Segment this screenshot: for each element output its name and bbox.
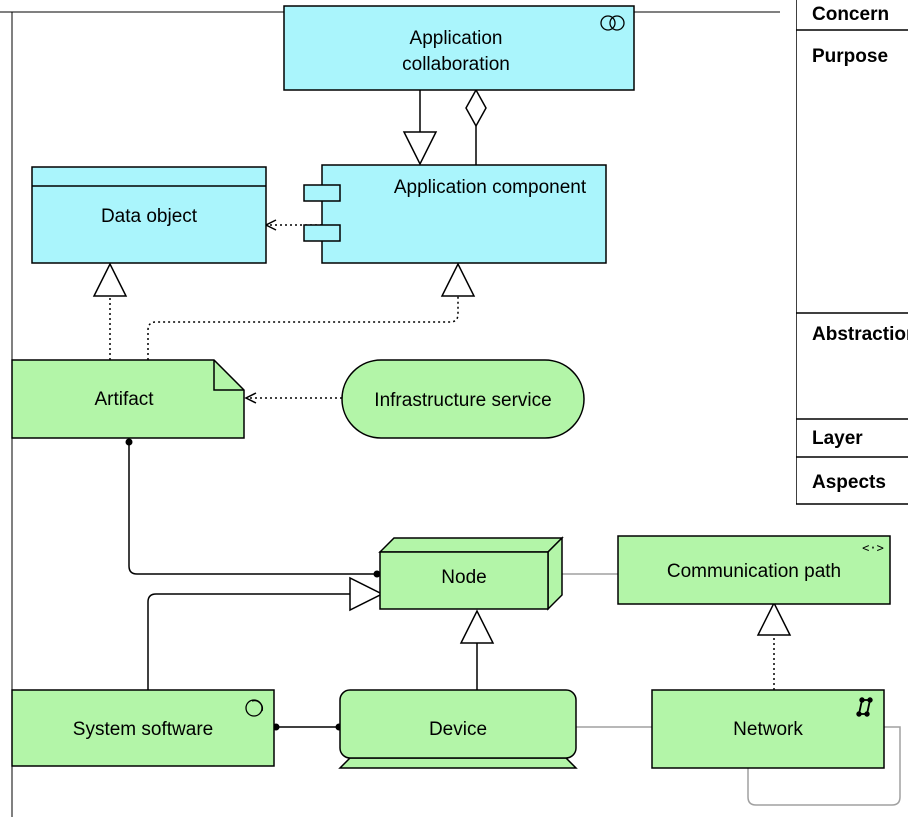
network[interactable]: Network <box>651 689 885 769</box>
table-row-layer: Layer <box>812 428 863 449</box>
device-label: Device <box>429 719 487 740</box>
application-collaboration-label-2: collaboration <box>402 54 510 75</box>
specialization-syssoftware-node[interactable] <box>147 576 384 690</box>
application-collaboration[interactable]: Application collaboration <box>283 5 635 91</box>
access-service-artifact[interactable] <box>244 392 342 404</box>
realization-network-commpath[interactable] <box>756 601 792 690</box>
table-row-abstraction: Abstraction <box>812 324 908 345</box>
system-software-label: System software <box>73 719 213 740</box>
artifact-label: Artifact <box>94 389 154 410</box>
device[interactable]: Device <box>338 689 578 769</box>
communication-path-icon: <·> <box>862 541 884 555</box>
specialization-collab-component[interactable] <box>402 90 438 166</box>
table-row-concern: Concern <box>812 4 889 25</box>
specialization-device-node[interactable] <box>459 609 495 690</box>
network-icon <box>856 697 873 717</box>
realization-artifact-component[interactable] <box>147 262 476 360</box>
communication-path[interactable]: Communication path <·> <box>617 535 891 605</box>
data-object-label: Data object <box>101 206 198 227</box>
application-collaboration-label-1: Application <box>410 28 503 49</box>
system-software-icon <box>245 699 263 717</box>
communication-path-label: Communication path <box>667 561 841 582</box>
application-component-label: Application component <box>394 177 587 198</box>
association-network-loop[interactable] <box>747 726 901 806</box>
node-label: Node <box>441 567 486 588</box>
network-label: Network <box>733 719 803 740</box>
system-software[interactable]: System software <box>11 689 275 767</box>
aggregation-collab-component[interactable] <box>465 88 487 165</box>
viewpoint-table: Concern Purpose Abstraction Layer Aspect… <box>796 0 908 505</box>
assignment-artifact-node[interactable] <box>125 438 381 578</box>
assignment-syssoftware-device[interactable] <box>272 723 343 731</box>
node[interactable]: Node <box>378 536 564 611</box>
table-row-aspects: Aspects <box>812 472 886 493</box>
data-object[interactable]: Data object <box>31 166 267 264</box>
application-component[interactable]: Application component <box>303 164 607 264</box>
infrastructure-service-label: Infrastructure service <box>374 390 551 411</box>
table-row-purpose: Purpose <box>812 46 888 67</box>
realization-artifact-dataobject[interactable] <box>92 262 128 360</box>
artifact[interactable]: Artifact <box>11 359 245 439</box>
component-icon <box>303 184 341 202</box>
collaboration-icon <box>600 15 625 31</box>
infrastructure-service[interactable]: Infrastructure service <box>341 359 585 439</box>
